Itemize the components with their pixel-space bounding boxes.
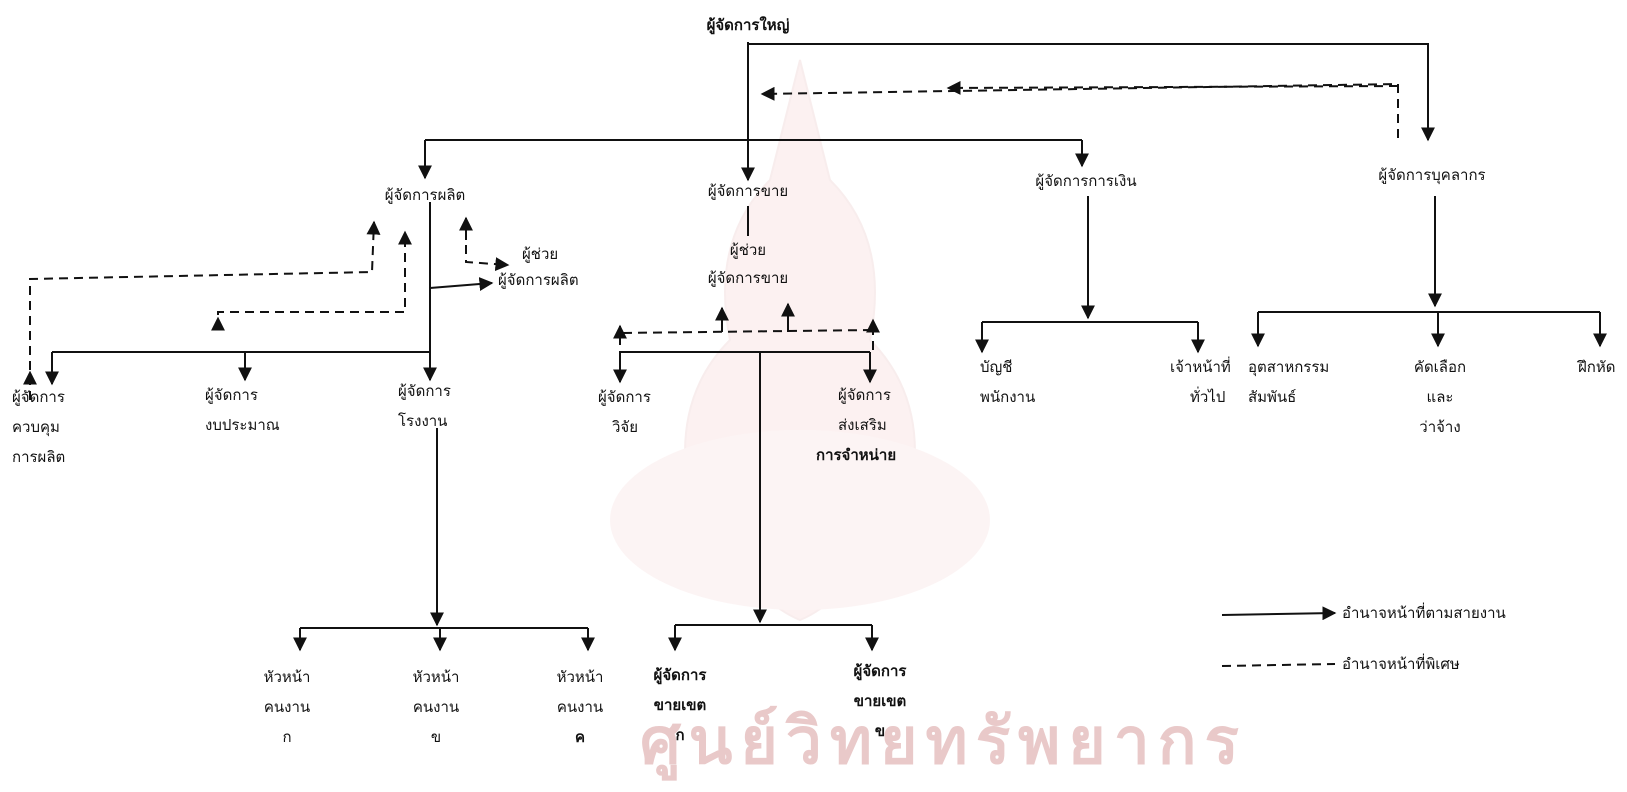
line-top-bar bbox=[748, 43, 1435, 142]
node-accounting: บัญชี พนักงาน bbox=[980, 358, 1036, 406]
node-zone-b-sales: ผู้จัดการ ขายเขต ข bbox=[853, 662, 907, 740]
watermark-emblem bbox=[610, 59, 990, 622]
node-industrial-relations: อุตสาหกรรม สัมพันธ์ bbox=[1248, 358, 1330, 406]
node-recruitment: คัดเลือก และ ว่าจ้าง bbox=[1413, 358, 1467, 436]
node-finance-manager: ผู้จัดการการเงิน bbox=[1035, 172, 1137, 190]
node-sales-promotion: ผู้จัดการ ส่งเสริม การจำหน่าย bbox=[816, 386, 897, 464]
node-sales-manager: ผู้จัดการขาย bbox=[707, 182, 789, 200]
node-personnel-manager: ผู้จัดการบุคลากร bbox=[1378, 166, 1486, 184]
node-factory: ผู้จัดการ โรงงาน bbox=[398, 382, 451, 430]
legend-dashed-label: อำนาจหน้าที่พิเศษ bbox=[1342, 655, 1460, 673]
node-production-manager: ผู้จัดการผลิต bbox=[384, 186, 466, 204]
node-assistant-production: ผู้ช่วย ผู้จัดการผลิต bbox=[498, 245, 579, 289]
node-zone-a-sales: ผู้จัดการ ขายเขต ก bbox=[653, 666, 707, 744]
node-assistant-sales: ผู้ช่วย ผู้จัดการขาย bbox=[707, 241, 789, 287]
org-chart-lines bbox=[23, 42, 1607, 667]
node-training: ฝึกหัด bbox=[1578, 358, 1616, 376]
node-foreman-a: หัวหน้า คนงาน ก bbox=[263, 668, 311, 746]
legend-solid-label: อำนาจหน้าที่ตามสายงาน bbox=[1342, 604, 1506, 622]
node-foreman-c: หัวหน้า คนงาน ค bbox=[556, 668, 604, 746]
node-foreman-b: หัวหน้า คนงาน ข bbox=[412, 668, 460, 746]
node-production-control: ผู้จัดการ ควบคุม การผลิต bbox=[12, 388, 66, 466]
node-research: ผู้จัดการ วิจัย bbox=[598, 388, 651, 436]
node-general-manager: ผู้จัดการใหญ่ bbox=[706, 16, 790, 34]
node-budget: ผู้จัดการ งบประมาณ bbox=[205, 386, 280, 434]
node-general-staff: เจ้าหน้าที่ ทั่วไป bbox=[1170, 358, 1231, 406]
